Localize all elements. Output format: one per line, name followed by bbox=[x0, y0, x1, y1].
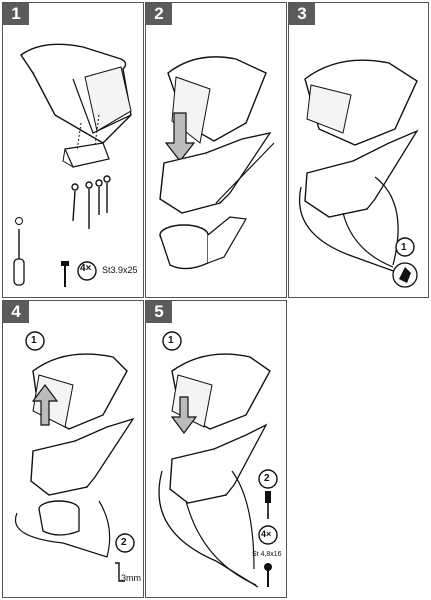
allen-key-icon bbox=[115, 562, 125, 582]
substep-b-label: 2 bbox=[264, 473, 270, 484]
step-3-panel: 3 1 bbox=[288, 2, 429, 298]
down-arrow-icon bbox=[170, 396, 198, 434]
step-5-illustration bbox=[158, 331, 278, 588]
substep-label: 1 bbox=[401, 242, 407, 253]
step-number: 5 bbox=[146, 301, 172, 323]
step-number: 2 bbox=[146, 3, 172, 25]
step-1-illustration bbox=[13, 43, 132, 287]
down-arrow-icon bbox=[164, 112, 196, 162]
step-number: 4 bbox=[3, 301, 29, 323]
count-circle bbox=[77, 261, 97, 281]
perforated-pad bbox=[306, 84, 352, 134]
step-3-illustration bbox=[298, 59, 419, 288]
screw-icon bbox=[264, 563, 272, 587]
step-2-illustration bbox=[159, 56, 275, 270]
step-4-panel: 4 1 2 3mm bbox=[2, 300, 144, 598]
perforated-pad bbox=[84, 66, 132, 132]
substep-b-label: 2 bbox=[121, 537, 127, 548]
step-2-panel: 2 bbox=[145, 2, 287, 298]
step-4-illustration bbox=[14, 331, 135, 582]
step-number: 3 bbox=[289, 3, 315, 25]
screws bbox=[71, 175, 111, 229]
step-1-panel: 1 bbox=[2, 2, 144, 298]
empty-cell bbox=[288, 300, 429, 598]
count-label: 4× bbox=[80, 263, 92, 274]
screw-size-label: St 4,8x16 bbox=[252, 551, 282, 558]
tool-size-label: 3mm bbox=[121, 573, 141, 583]
up-arrow-icon bbox=[31, 384, 59, 426]
screwdriver-icon bbox=[13, 217, 25, 286]
screw-icon bbox=[61, 261, 69, 287]
screw-size-label: St3.9x25 bbox=[102, 265, 138, 275]
count-label: 4× bbox=[261, 529, 272, 539]
substep-a-label: 1 bbox=[31, 335, 37, 346]
screwdriver-icon bbox=[265, 491, 271, 519]
substep-a-label: 1 bbox=[168, 335, 174, 346]
step-5-panel: 5 1 2 4× St 4,8x16 bbox=[145, 300, 287, 598]
hand-icon bbox=[399, 267, 411, 283]
step-number: 1 bbox=[3, 3, 29, 25]
